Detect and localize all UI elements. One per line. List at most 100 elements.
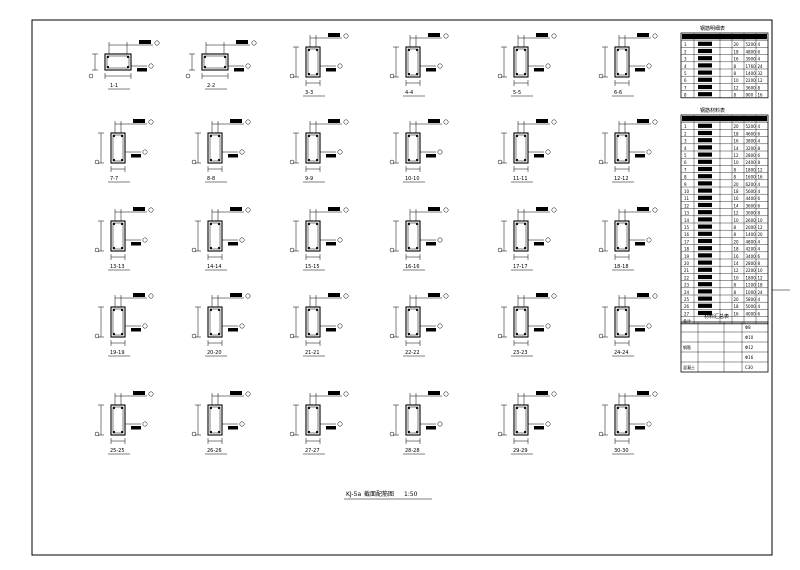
rebar-callout <box>337 63 343 69</box>
table-cell-value: 4 <box>758 42 761 47</box>
section-caption: 21-21 <box>305 350 320 356</box>
table-cell-id: 7 <box>684 167 687 172</box>
table-row-label: 混凝土 <box>683 364 695 370</box>
rebar-note-block <box>326 242 336 246</box>
rebar-dot <box>407 134 411 138</box>
rebar-callout <box>652 207 658 213</box>
stirrup <box>616 406 628 434</box>
stirrup <box>515 134 527 162</box>
table-cell-value: 6 <box>758 196 761 201</box>
table-cell-value: 8 <box>734 225 737 230</box>
rebar-note-block <box>534 242 544 246</box>
rebar-dot <box>120 430 124 434</box>
table-cell-id: 3 <box>684 139 687 144</box>
section-caption: 11-11 <box>513 176 528 182</box>
table-cell-value: 8 <box>734 175 737 180</box>
rebar-dot <box>315 134 319 138</box>
rebar-note-block <box>428 33 440 37</box>
table-cell-value: 18 <box>758 283 764 288</box>
table-cell-value: 1800 <box>746 275 757 280</box>
rebar-callout <box>652 33 658 39</box>
rebar-dot <box>209 406 213 410</box>
section-caption: 26-26 <box>207 448 222 454</box>
rebar-dot <box>523 48 527 52</box>
section-outline <box>110 404 126 436</box>
table-cell-value: 12 <box>734 268 740 273</box>
rebar-note-block <box>426 426 436 430</box>
rebar-callout <box>551 391 557 397</box>
rebar-callout <box>437 421 443 427</box>
stirrup <box>209 222 221 250</box>
section-outline <box>513 132 529 164</box>
rebar-dot <box>515 48 519 52</box>
rebar-note-block <box>131 242 141 246</box>
rebar-callout <box>437 237 443 243</box>
table-cell-value: 12 <box>758 78 764 83</box>
table-cell-value: 3600 <box>746 203 757 208</box>
section-caption: 6-6 <box>614 90 622 96</box>
rebar-dot <box>217 406 221 410</box>
table-cell-value: 20 <box>758 232 764 237</box>
table-cell-id: 22 <box>684 275 690 280</box>
section-detail: 23-23 <box>497 293 557 357</box>
section-caption: 20-20 <box>207 350 222 356</box>
table-cell-value: 1760 <box>746 64 757 69</box>
rebar-callout <box>94 333 100 339</box>
table-cell-id: 6 <box>684 160 687 165</box>
table-cell-value: 2400 <box>746 160 757 165</box>
rebar-dot <box>217 134 221 138</box>
table-cell-value: 8 <box>758 211 761 216</box>
section-caption: 4-4 <box>405 90 413 96</box>
rebar-callout <box>497 333 503 339</box>
table-cell-value: Φ10 <box>745 335 754 340</box>
rebar-callout <box>598 73 604 79</box>
rebar-dot <box>515 308 519 312</box>
rebar-note-block <box>228 328 238 332</box>
rebar-dot <box>315 430 319 434</box>
table-cell-value: 2600 <box>746 218 757 223</box>
rebar-dot <box>209 430 213 434</box>
rebar-callout <box>497 159 503 165</box>
rebar-dot <box>415 158 419 162</box>
rebar-dot <box>209 246 213 250</box>
rebar-dot <box>126 55 130 59</box>
rebar-callout <box>598 333 604 339</box>
table-cell-id: 27 <box>684 311 690 316</box>
table-cell-value: 16 <box>734 254 740 259</box>
table-cell-value: 6 <box>758 311 761 316</box>
stirrup <box>616 222 628 250</box>
rebar-dot <box>624 308 628 312</box>
rebar-note-block <box>234 68 244 72</box>
table-cell-id: 13 <box>684 211 690 216</box>
section-outline <box>207 132 223 164</box>
rebar-note-block <box>426 328 436 332</box>
section-outline <box>305 220 321 252</box>
table-cell-value: 4 <box>758 124 761 129</box>
rebar-note-block <box>230 119 242 123</box>
rebar-dot <box>415 332 419 336</box>
rebar-dot <box>315 222 319 226</box>
rebar-callout <box>343 207 349 213</box>
table-cell-value: C30 <box>745 365 753 370</box>
table-cell-sketch <box>698 130 712 136</box>
rebar-dot <box>209 332 213 336</box>
section-detail: 14-14 <box>191 207 251 271</box>
section-caption: 12-12 <box>614 176 629 182</box>
table-cell-value: 8 <box>734 71 737 76</box>
table-cell-value: 2000 <box>746 225 757 230</box>
rebar-callout <box>443 391 449 397</box>
rebar-callout <box>289 333 295 339</box>
rebar-callout <box>148 119 154 125</box>
rebar-dot <box>307 134 311 138</box>
section-detail: 26-26 <box>191 391 251 455</box>
table-cell-sketch <box>698 246 712 251</box>
drawing-scale: 1:50 <box>404 491 418 498</box>
rebar-callout <box>191 333 197 339</box>
rebar-note-block <box>230 207 242 211</box>
table-cell-sketch <box>698 310 712 316</box>
table-cell-id: 5 <box>684 71 687 76</box>
rebar-dot <box>515 134 519 138</box>
section-detail: 13-13 <box>94 207 154 271</box>
table-cell-value: 10 <box>734 78 740 83</box>
